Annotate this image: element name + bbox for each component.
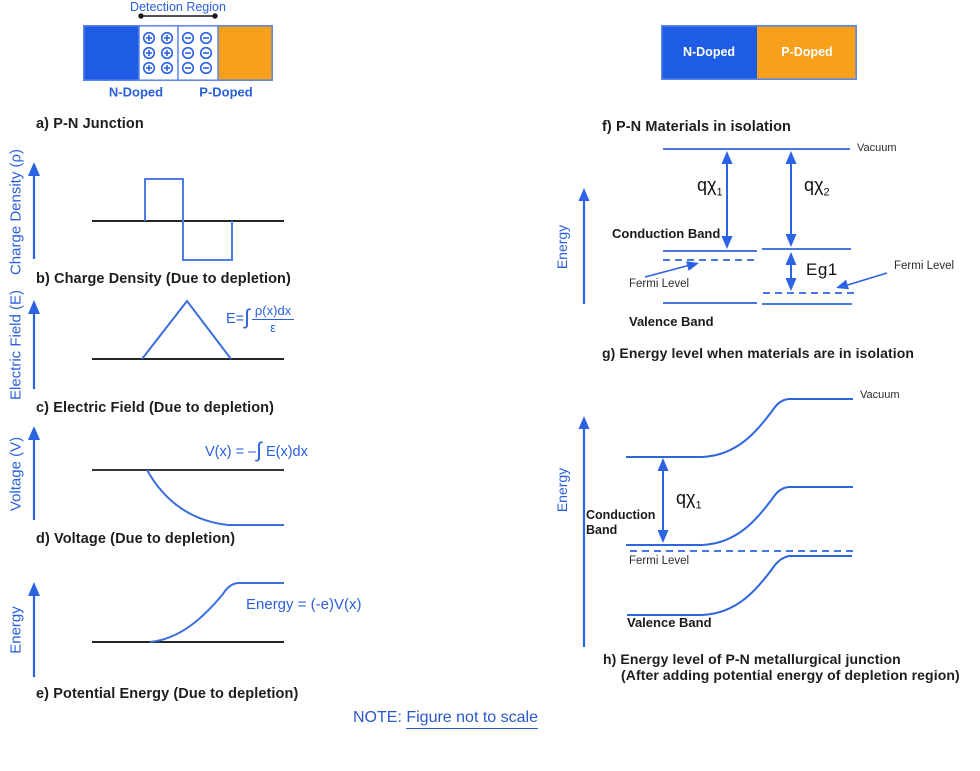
formula-prefix: E= (226, 310, 245, 327)
caption-e: e) Potential Energy (Due to depletion) (36, 686, 299, 702)
pn-junction-graphic (83, 13, 273, 81)
vacuum-label-g: Vacuum (857, 142, 897, 154)
junction-outline (83, 25, 273, 81)
potential-energy-plot (28, 582, 284, 677)
note-prefix: NOTE: (353, 709, 402, 726)
energy-axis-arrowhead (578, 188, 590, 201)
voltage-plot (28, 426, 284, 526)
charge-density-plot (28, 162, 284, 261)
caption-b: b) Charge Density (Due to depletion) (36, 271, 291, 287)
fermi-pointer-left-head (686, 261, 699, 271)
fermi-level-label-h: Fermi Level (629, 555, 690, 567)
box-outline (660, 24, 857, 81)
p-doped-box-label: P-Doped (781, 45, 833, 59)
valence-band-label-h: Valence Band (627, 615, 712, 630)
conduction-band-label-h: Conduction Band (586, 508, 656, 537)
qx2-arrowhead-bottom (785, 234, 797, 247)
integral-sign: ∫ (244, 306, 250, 329)
band-isolation-graphic (578, 148, 888, 305)
qx1-label-g: qχ1 (697, 175, 723, 199)
voltage-formula: V(x) = –∫ E(x)dx (205, 439, 308, 464)
eg1-label: Eg1 (806, 260, 838, 279)
y-axis-arrowhead (28, 582, 40, 596)
formula-before: V(x) = – (205, 443, 257, 460)
potential-energy-formula: Energy = (-e)V(x) (246, 596, 362, 613)
charge-density-curve (144, 178, 233, 261)
potential-energy-curve (149, 582, 284, 643)
electric-field-plot (28, 299, 284, 389)
qx1-label-h: qχ1 (676, 488, 702, 512)
y-axis-arrowhead (28, 300, 40, 314)
scale-note: NOTE: Figure not to scale (353, 709, 538, 729)
fermi-level-label-left-g: Fermi Level (629, 278, 690, 290)
fermi-pointer-right-head (836, 279, 849, 290)
n-doped-label: N-Doped (108, 84, 164, 100)
detection-region-label: Detection Region (130, 0, 226, 14)
p-doped-region (218, 25, 273, 81)
caption-f: f) P-N Materials in isolation (602, 119, 792, 135)
eg1-arrowhead-bottom (785, 278, 797, 291)
qx2-arrowhead-top (785, 151, 797, 164)
valence-curve (627, 555, 852, 616)
qx2-sub: 2 (823, 186, 830, 199)
electric-field-axis-label: Electric Field (E) (7, 289, 25, 401)
p-doped-label: P-Doped (199, 84, 253, 100)
caption-a: a) P-N Junction (36, 116, 144, 132)
vacuum-label-h: Vacuum (860, 389, 900, 401)
fermi-pointer-right (840, 272, 888, 288)
caption-g: g) Energy level when materials are in is… (602, 345, 915, 361)
y-axis-arrowhead (28, 162, 40, 176)
caption-d: d) Voltage (Due to depletion) (36, 531, 236, 547)
fermi-level-label-right-g: Fermi Level (894, 260, 955, 272)
conduction-curve (626, 486, 853, 546)
caption-h-line1: h) Energy level of P-N metallurgical jun… (603, 651, 901, 667)
charge-density-axis-label: Charge Density (ρ) (7, 148, 25, 276)
bracket-dot-right (212, 13, 218, 19)
energy-axis-label-h: Energy (554, 467, 570, 513)
energy-axis-label-g: Energy (554, 224, 570, 270)
n-doped-region (83, 25, 139, 81)
energy-axis-arrowhead (578, 416, 590, 429)
voltage-axis-label: Voltage (V) (7, 436, 25, 512)
integral-sign: ∫ (256, 439, 262, 462)
n-doped-box (661, 25, 757, 80)
qx1-sub: 1 (716, 186, 723, 199)
n-doped-box-label: N-Doped (682, 45, 736, 59)
p-doped-box (757, 25, 857, 80)
voltage-curve (146, 469, 284, 526)
qx1-sub: 1 (695, 499, 702, 512)
bracket-dot-left (138, 13, 144, 19)
qx1-arrowhead-bottom (657, 530, 669, 543)
note-text: Figure not to scale (406, 709, 538, 729)
band-junction-graphic (578, 398, 853, 647)
eg1-arrowhead-top (785, 252, 797, 265)
y-axis-arrowhead (28, 426, 40, 440)
qx1-base: qχ (676, 488, 696, 508)
caption-c: c) Electric Field (Due to depletion) (36, 400, 275, 416)
valence-band-label-g: Valence Band (629, 314, 714, 329)
conduction-band-label-g: Conduction Band (612, 226, 721, 241)
isolation-box-graphic (660, 24, 857, 81)
qx2-label-g: qχ2 (804, 175, 830, 199)
energy-axis-label: Energy (7, 606, 25, 654)
qx1-arrowhead-top (721, 151, 733, 164)
fraction-denominator: ε (270, 321, 276, 335)
negative-charges (181, 31, 213, 75)
fraction-numerator: ρ(x)dx (251, 303, 295, 320)
positive-charges (142, 31, 174, 75)
vacuum-curve (626, 398, 853, 458)
fermi-pointer-left (644, 263, 695, 278)
qx1-arrowhead-bottom (721, 236, 733, 249)
qx2-base: qχ (804, 175, 824, 195)
electric-field-curve (141, 299, 232, 360)
qx1-arrowhead-top (657, 458, 669, 471)
formula-after: E(x)dx (265, 443, 308, 460)
qx1-base: qχ (697, 175, 717, 195)
caption-h-line2: (After adding potential energy of deplet… (621, 667, 960, 683)
